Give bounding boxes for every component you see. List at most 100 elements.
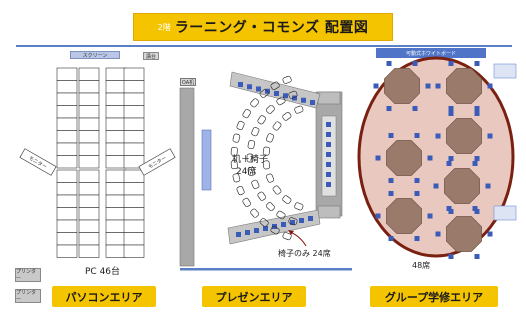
group-chair <box>474 106 480 112</box>
desk-chair-seat <box>265 202 275 212</box>
top-wall-line <box>16 45 512 47</box>
side-box-top <box>493 63 517 79</box>
presentation-screen <box>201 129 212 191</box>
desk-chair-seat <box>270 81 280 91</box>
desk-chair-seat <box>276 210 286 220</box>
desk-chair-seat <box>262 160 271 170</box>
chair-right-panel <box>326 142 331 147</box>
group-table <box>446 216 482 252</box>
pc-seat-count: PC 46台 <box>85 267 121 277</box>
group-seat-count: 48席 <box>412 261 431 270</box>
group-chair <box>474 208 480 214</box>
group-chair <box>414 236 420 242</box>
desk-chair-seat <box>251 179 260 189</box>
monitor-right <box>138 148 176 176</box>
desk-chair-seat <box>282 75 292 84</box>
presentation-area-badge: プレゼンエリア <box>202 286 306 307</box>
desk-chair-seat <box>251 127 260 137</box>
group-chair <box>375 155 381 161</box>
group-chair <box>448 208 454 214</box>
desk-chair-seat <box>288 90 298 99</box>
desk-chair-seat <box>230 160 238 170</box>
group-chair <box>485 183 491 189</box>
group-chair <box>414 190 420 196</box>
desk-chair-seat <box>236 120 245 131</box>
group-chair <box>435 133 441 139</box>
printer-box: プリンター <box>15 289 41 303</box>
page-title: ラーニング・コモンズ 配置図 <box>174 20 369 36</box>
group-chair <box>474 254 480 260</box>
group-chair <box>388 236 394 242</box>
chair-bottom-bench <box>263 226 268 231</box>
desk-chair-seat <box>246 153 254 163</box>
chair-bottom-bench <box>281 222 286 227</box>
group-chair <box>448 60 454 66</box>
desk-chair-seat <box>259 218 269 227</box>
presentation-tag: OA机 <box>180 78 196 86</box>
desk-chair-seat <box>288 217 298 226</box>
desk-chair-seat <box>232 133 241 143</box>
group-chair <box>487 133 493 139</box>
group-chair <box>386 106 392 112</box>
group-top-label: 可動式ホワイトボード <box>376 48 486 58</box>
group-chair <box>487 231 493 237</box>
group-chair <box>435 83 441 89</box>
desk-chair-seat <box>250 98 260 108</box>
pc-desk-grid <box>56 67 145 258</box>
desk-chair-seat <box>266 133 275 143</box>
desk-chair-seat <box>282 112 292 121</box>
desk-chair-seat <box>236 185 245 196</box>
pc-desk <box>56 244 78 258</box>
presentation-bottom-wall <box>180 268 352 271</box>
chair-bottom-bench <box>290 220 295 225</box>
group-chair <box>433 183 439 189</box>
title-banner: 2階 ラーニング・コモンズ 配置図 <box>133 13 393 41</box>
presentation-desk-arcs <box>230 75 304 241</box>
monitor-left <box>19 148 57 176</box>
group-chair <box>427 155 433 161</box>
chair-right-panel <box>326 152 331 157</box>
chair-bottom-bench <box>245 230 250 235</box>
top-bench <box>229 71 321 109</box>
chair-right-panel <box>326 132 331 137</box>
group-chair <box>414 132 420 138</box>
desk-chair-seat <box>257 115 267 125</box>
desk-chair-seat <box>247 166 256 176</box>
group-chair <box>448 110 454 116</box>
group-chair <box>472 160 478 166</box>
group-chair <box>435 231 441 237</box>
desk-chair-seat <box>282 232 292 241</box>
pc-desk <box>56 155 78 169</box>
desk-chair-seat <box>276 96 286 106</box>
group-chair <box>446 160 452 166</box>
group-chair <box>412 60 418 66</box>
group-chair <box>412 106 418 112</box>
desk-chair-seat <box>294 105 304 114</box>
group-chair <box>388 190 394 196</box>
pc-desk <box>78 244 100 258</box>
group-chair <box>373 83 379 89</box>
group-chair <box>448 156 454 162</box>
group-chair <box>446 206 452 212</box>
group-table <box>386 140 422 176</box>
desk-chair-label: 机＋椅子 <box>232 155 269 165</box>
desk-chair-seat <box>242 197 251 207</box>
chair-bottom-bench <box>299 218 304 223</box>
desk-chair-seat <box>257 191 267 201</box>
group-chair <box>474 60 480 66</box>
group-chair <box>472 206 478 212</box>
chair-right-panel <box>326 182 331 187</box>
group-table <box>384 68 420 104</box>
group-table <box>446 118 482 154</box>
desk-chair-seat <box>265 104 275 114</box>
desk-chair-seat <box>282 195 292 204</box>
chair-right-panel <box>326 172 331 177</box>
chair-top-bench <box>292 95 297 101</box>
group-chair <box>474 156 480 162</box>
group-chair <box>375 213 381 219</box>
group-table <box>444 168 480 204</box>
chair-right-panel <box>326 122 331 127</box>
desk-chair-seat <box>272 121 282 131</box>
